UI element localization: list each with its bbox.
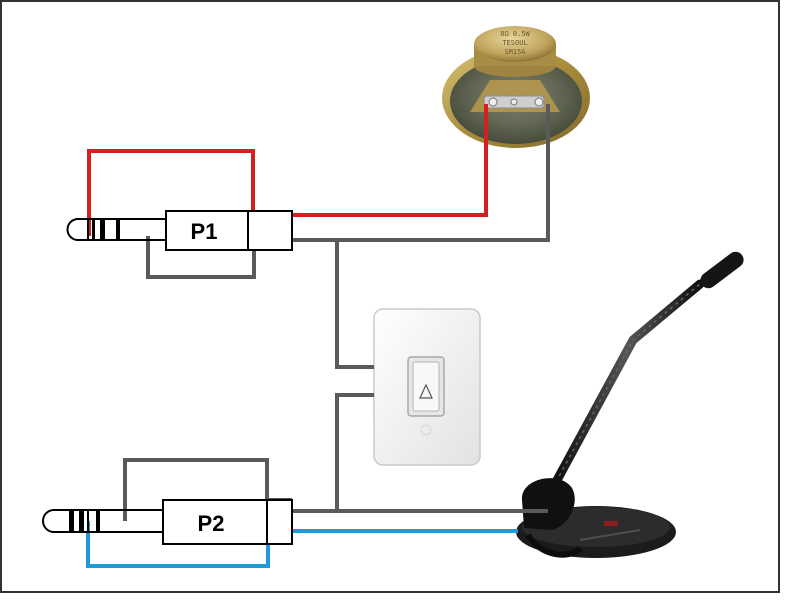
plug-p1-label: P1	[191, 219, 218, 244]
speaker-terminal-left	[488, 97, 498, 107]
mic-base-highlight	[579, 529, 641, 541]
wire-gray-switch-bottom	[335, 393, 548, 513]
wall-switch	[373, 308, 481, 466]
switch-rocker	[412, 361, 440, 412]
speaker-marking-3: SM15A	[504, 48, 526, 56]
wire-gray-switch-top	[335, 240, 374, 369]
plug-p2-body	[162, 499, 268, 545]
speaker-marking-1: 8Ω 0.5W	[500, 30, 530, 38]
plug-p1: P1	[66, 210, 293, 251]
speaker-marking-2: TESOUL	[502, 39, 527, 47]
plug-p1-ring-2	[100, 219, 105, 240]
wire-gray-p1-speaker	[292, 104, 550, 242]
plug-p2-ring-3	[96, 510, 100, 532]
plug-p1-body	[165, 210, 249, 251]
plug-p2: P2	[42, 499, 293, 545]
plug-p1-ring-1	[92, 219, 95, 240]
speaker: 8Ω 0.5W TESOUL SM15A	[442, 26, 590, 148]
microphone	[516, 251, 744, 558]
wire-red	[87, 104, 488, 236]
speaker-terminal-right	[534, 97, 544, 107]
mic-clamp	[521, 478, 575, 530]
switch-screw-mark	[420, 424, 432, 436]
plug-p2-ring-1	[69, 510, 74, 532]
plug-p2-ring-2	[79, 510, 84, 532]
plug-p1-ring-3	[116, 219, 120, 240]
mic-gooseneck	[551, 279, 705, 487]
plug-p2-label: P2	[198, 511, 225, 536]
speaker-magnet-top	[474, 26, 556, 62]
diagram-frame	[0, 0, 780, 593]
bell-icon	[419, 383, 433, 399]
plug-p2-strain-relief	[266, 499, 293, 545]
wire-blue	[86, 521, 518, 568]
mic-cable	[525, 533, 583, 558]
mic-gooseneck-texture	[555, 283, 701, 483]
plug-p1-strain-relief	[247, 210, 293, 251]
mic-base-led	[604, 521, 618, 526]
plug-p1-tip	[66, 218, 89, 241]
mic-head	[700, 251, 744, 289]
speaker-terminal-mid	[510, 98, 518, 106]
